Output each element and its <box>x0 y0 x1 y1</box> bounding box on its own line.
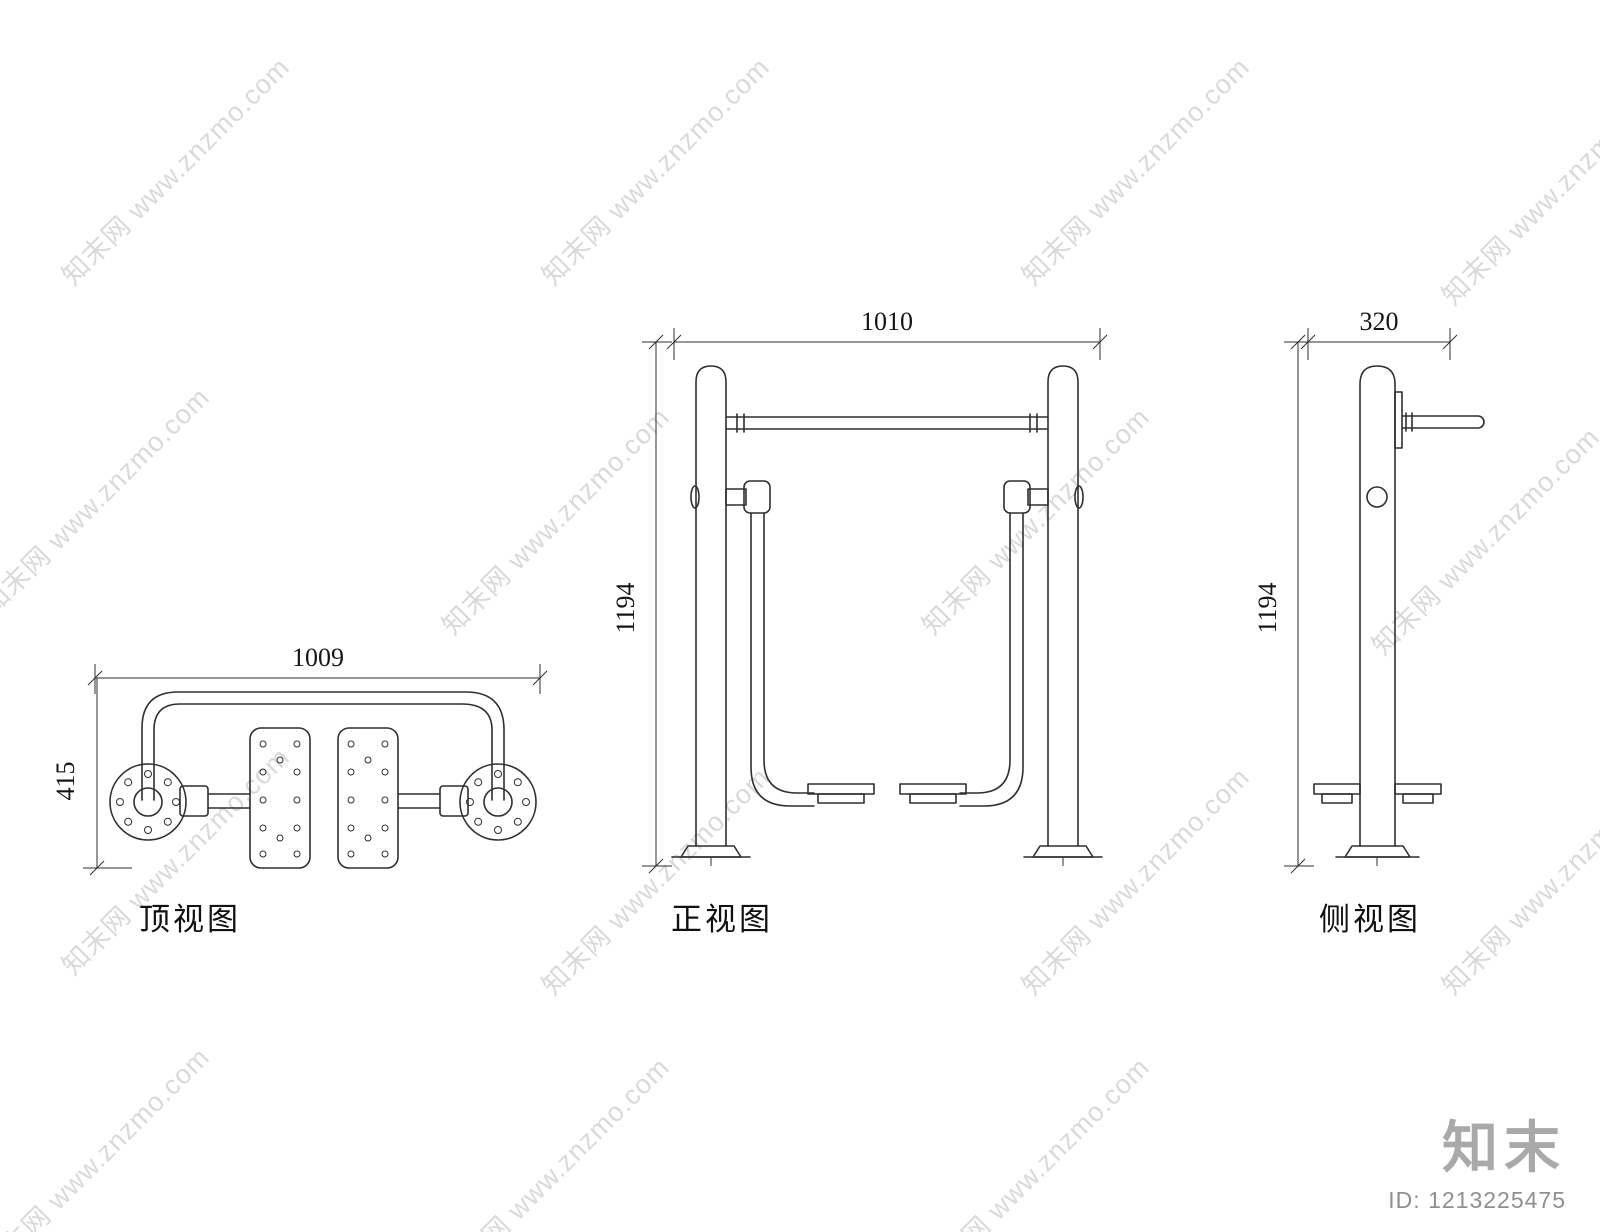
front-right-axle-cap <box>1074 485 1084 509</box>
front-left-pivot <box>725 480 771 514</box>
side-rear-foot-pedal <box>1313 783 1361 804</box>
front-left-foot-pedal <box>807 783 875 804</box>
side-view-drawing: 320 1194 侧视图 <box>1253 307 1485 937</box>
front-left-base <box>671 845 751 866</box>
side-view-height-value: 1194 <box>1253 582 1282 633</box>
front-view-drawing: 1010 1194 正视图 <box>611 307 1108 937</box>
front-right-foot-pedal <box>899 783 967 804</box>
front-left-axle-cap <box>690 485 700 509</box>
top-view-width-dimension: 1009 <box>87 643 548 694</box>
front-view-height-value: 1194 <box>611 582 640 633</box>
right-flange <box>459 763 537 841</box>
handrail-inner <box>153 703 493 801</box>
front-left-post <box>695 365 727 847</box>
left-pedal-arm <box>179 785 251 817</box>
side-pivot-boss <box>1366 486 1388 508</box>
side-handle <box>1394 391 1485 449</box>
front-right-post <box>1047 365 1079 847</box>
front-view-label: 正视图 <box>671 902 773 937</box>
front-right-pivot <box>1003 480 1049 514</box>
handrail-outer <box>141 691 505 801</box>
front-right-base <box>1023 845 1103 866</box>
left-pedal-top <box>249 727 311 869</box>
right-pedal-arm <box>397 785 469 817</box>
front-right-pendulum <box>959 512 1024 807</box>
front-cross-bar <box>725 413 1049 433</box>
site-branding: 知末 ID: 1213225475 <box>1388 1114 1566 1214</box>
top-view-depth-value: 415 <box>51 762 80 801</box>
top-view-label: 顶视图 <box>139 902 241 937</box>
front-left-pendulum <box>750 512 815 807</box>
left-flange <box>109 763 187 841</box>
side-base <box>1335 845 1420 866</box>
side-post <box>1359 365 1396 847</box>
top-view-depth-dimension: 415 <box>51 678 132 876</box>
side-view-width-value: 320 <box>1360 307 1399 336</box>
side-view-height-dimension: 1194 <box>1253 334 1314 874</box>
front-view-width-dimension: 1010 <box>666 307 1108 360</box>
top-view-width-value: 1009 <box>292 643 344 672</box>
right-pedal-top <box>337 727 399 869</box>
side-view-label: 侧视图 <box>1319 902 1421 937</box>
side-front-foot-pedal <box>1394 783 1442 804</box>
front-view-height-dimension: 1194 <box>611 334 672 874</box>
side-view-width-dimension: 320 <box>1300 307 1458 360</box>
front-view-width-value: 1010 <box>861 307 913 336</box>
top-view-drawing: 1009 415 顶视图 <box>51 643 548 937</box>
asset-id: ID: 1213225475 <box>1388 1187 1566 1213</box>
brand-logo: 知末 <box>1442 1115 1566 1179</box>
